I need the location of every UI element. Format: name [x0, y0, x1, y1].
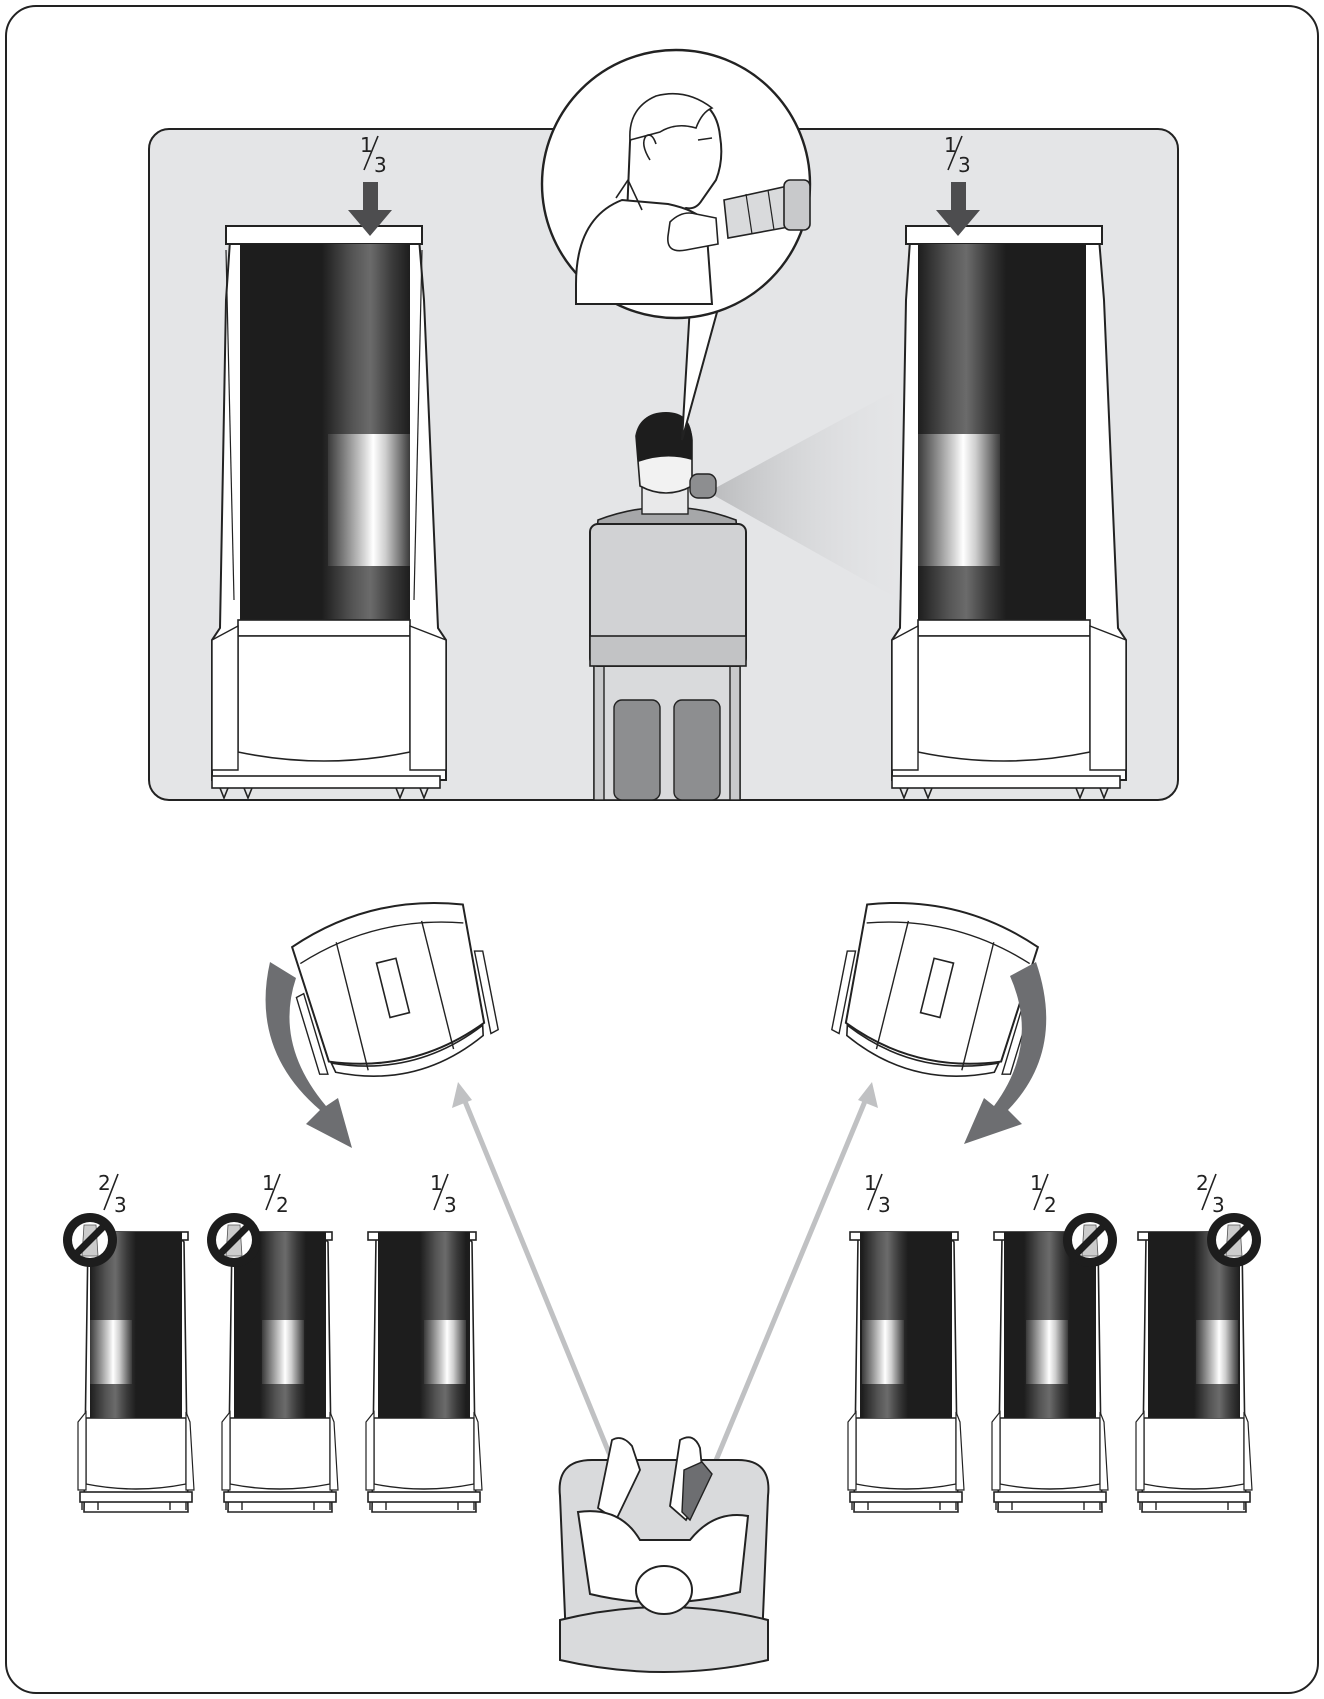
fraction-denominator: 2: [276, 1193, 289, 1217]
left-tall-speaker: [212, 226, 446, 798]
prohibited-icon: [1063, 1213, 1117, 1267]
fraction-denominator: 3: [958, 153, 971, 177]
prohibited-icon: [1207, 1213, 1261, 1267]
top-listening-panel: 1 3 1 3: [149, 50, 1178, 800]
fraction-denominator: 2: [1044, 1193, 1057, 1217]
prohibited-icon: [207, 1213, 261, 1267]
listener-top-view: [560, 1437, 769, 1672]
right-tall-speaker: [892, 226, 1126, 798]
fraction-denominator: 3: [114, 1193, 127, 1217]
fraction-numerator: 2: [98, 1171, 111, 1195]
fraction-denominator: 3: [374, 153, 387, 177]
prohibited-icon: [63, 1213, 117, 1267]
fraction-numerator: 2: [1196, 1171, 1209, 1195]
fraction-denominator: 3: [444, 1193, 457, 1217]
fraction-denominator: 3: [878, 1193, 891, 1217]
fraction-denominator: 3: [1212, 1193, 1225, 1217]
